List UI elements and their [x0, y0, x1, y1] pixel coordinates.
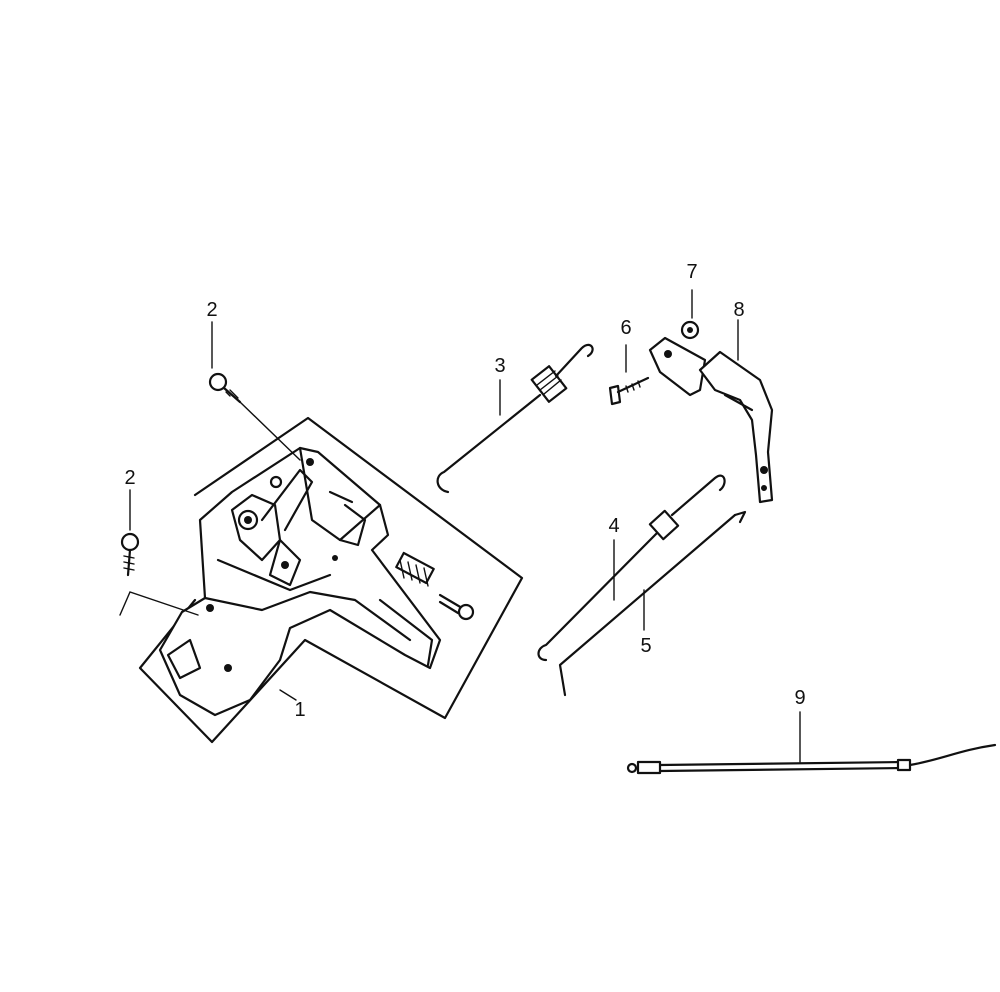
part-6-screw — [608, 344, 650, 406]
part-5-rod — [558, 510, 747, 697]
callout-part-1: 1 — [294, 699, 306, 721]
part-1-bolt — [438, 593, 475, 621]
part-1-group-outline — [138, 416, 524, 744]
callout-part-7: 7 — [686, 261, 698, 283]
part-7-nut — [680, 289, 700, 340]
callout-part-6: 6 — [620, 317, 632, 339]
callout-part-4: 4 — [608, 515, 620, 537]
callout-part-3: 3 — [494, 355, 506, 377]
part-9-cable — [626, 711, 997, 775]
part-1-spring — [395, 551, 435, 587]
part-3-spring-rod — [436, 343, 594, 494]
callout-part-9: 9 — [794, 687, 806, 709]
callout-part-2-lower: 2 — [124, 467, 136, 489]
part-2-upper-bolt — [208, 321, 301, 461]
part-8-lever — [648, 319, 774, 504]
callout-part-5: 5 — [640, 635, 652, 657]
callout-part-2-upper: 2 — [206, 299, 218, 321]
part-1-leader — [279, 689, 297, 701]
part-2-lower-bolt — [119, 489, 199, 616]
part-1-control-plate — [158, 446, 442, 717]
part-4-rod — [537, 474, 726, 662]
callout-part-8: 8 — [733, 299, 745, 321]
